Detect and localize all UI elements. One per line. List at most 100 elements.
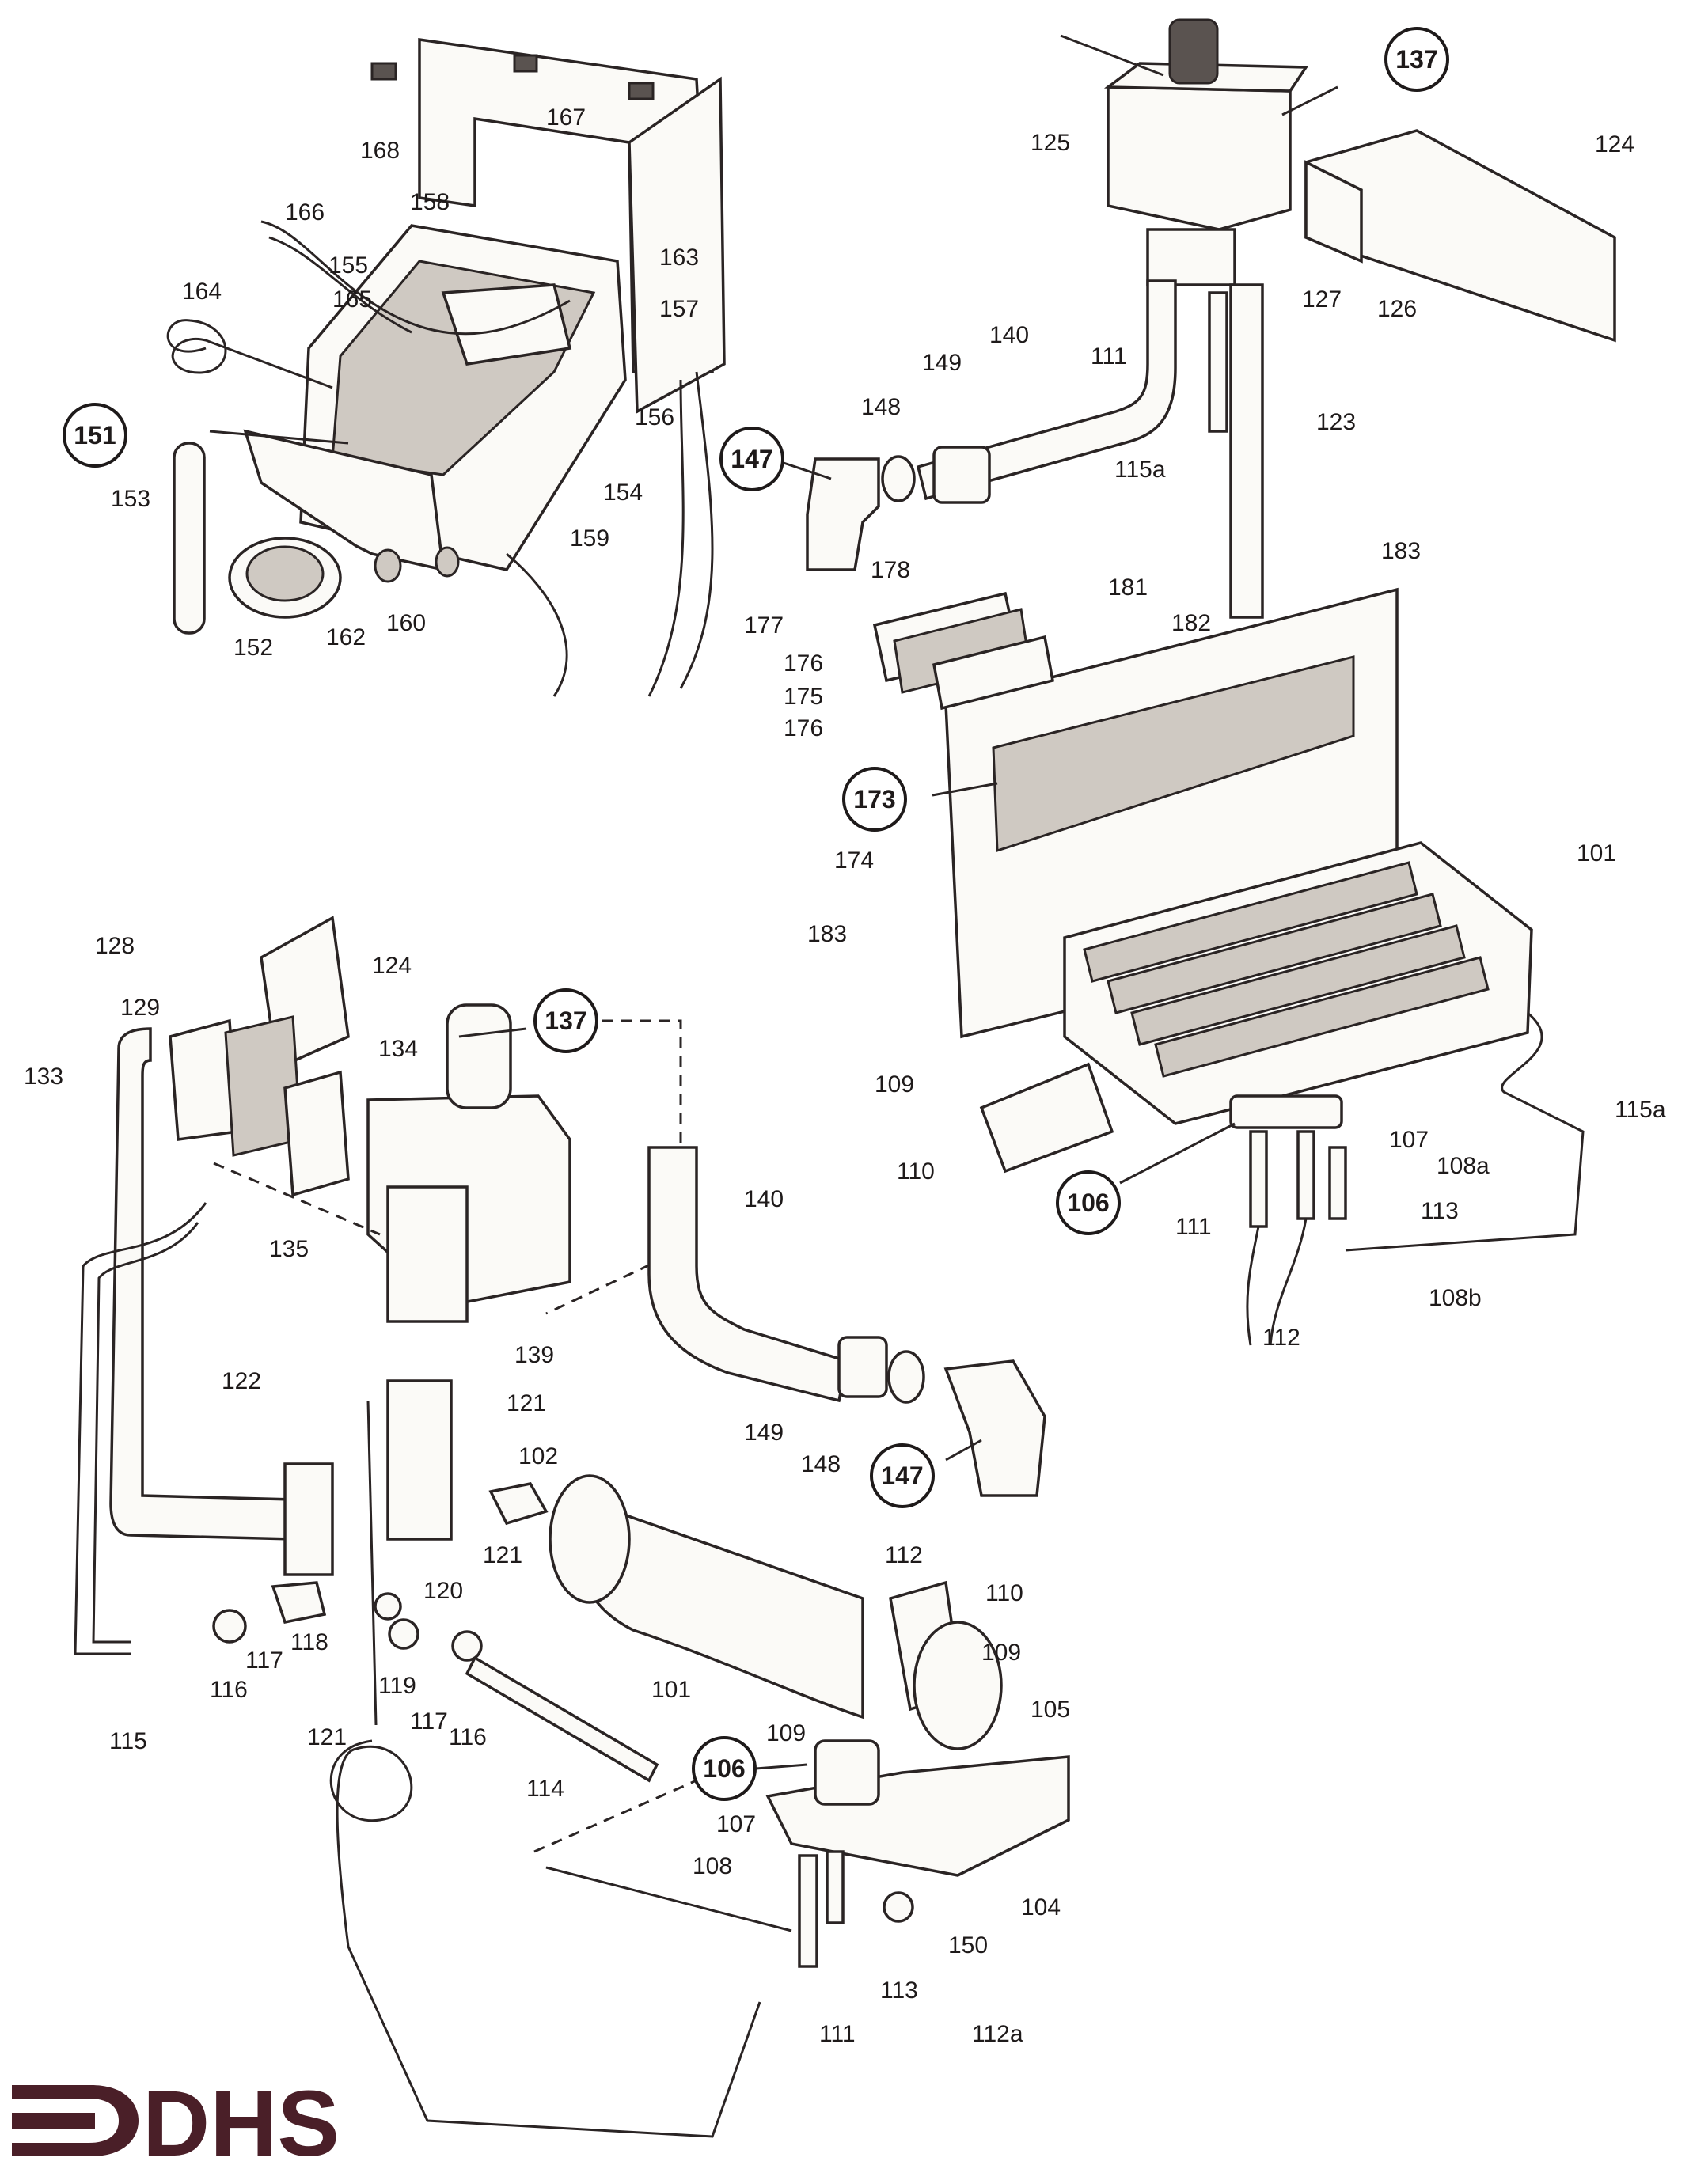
lead-wire-2 [1269, 1218, 1308, 1346]
pilot-tube [1208, 291, 1228, 433]
label: 122 [222, 1368, 261, 1394]
label: 121 [483, 1542, 522, 1568]
label: 119 [378, 1673, 416, 1699]
label: 140 [744, 1186, 784, 1212]
electrode-bottom-2 [826, 1850, 845, 1924]
pilot-supply [545, 1866, 792, 1932]
label: 121 [307, 1724, 347, 1750]
label: 176 [784, 715, 823, 741]
flame-ring [913, 1621, 1003, 1750]
label: 150 [948, 1932, 988, 1958]
gasket-175 [932, 635, 1055, 711]
valve-knob [1168, 18, 1219, 85]
label: 108a [1437, 1153, 1490, 1179]
lead-wire [1246, 1226, 1260, 1346]
callout-106-bottom: 106 [692, 1736, 757, 1801]
label: 115 [109, 1728, 147, 1754]
dhs-logo: DHS [12, 2072, 340, 2176]
indicator-lamp [374, 548, 402, 583]
gas-pipe-top [916, 279, 1177, 501]
label: 108b [1429, 1285, 1482, 1311]
label: 148 [861, 394, 901, 420]
label: 116 [210, 1677, 248, 1703]
label: 114 [526, 1776, 564, 1802]
loom-cable [647, 379, 685, 697]
upper-gas-assembly [806, 18, 1616, 1346]
label: 113 [1421, 1198, 1459, 1224]
electrode-113 [1328, 1146, 1347, 1220]
label: 105 [1031, 1697, 1070, 1723]
label: 133 [24, 1064, 63, 1090]
label: 125 [1031, 130, 1070, 156]
gas-pipe-bottom [647, 1146, 849, 1403]
electrode-112 [1296, 1130, 1315, 1220]
label: 183 [807, 921, 847, 947]
pilot-block [1229, 1094, 1343, 1129]
nut-150 [883, 1891, 914, 1923]
label: 117 [410, 1708, 448, 1735]
gas-valve-flange [283, 1070, 350, 1197]
label: 162 [326, 624, 366, 650]
control-knob [245, 545, 325, 602]
label: 148 [801, 1451, 841, 1477]
burner-shield [979, 1062, 1114, 1174]
wire-harness [260, 220, 571, 336]
flue-tube [1229, 283, 1264, 619]
union-nut-bottom [837, 1336, 888, 1398]
pipe-114 [465, 1655, 659, 1783]
label: 158 [410, 189, 450, 215]
bracket-121 [386, 1379, 453, 1541]
label: 101 [651, 1677, 691, 1703]
main-gas-pipe [109, 1027, 294, 1541]
screw-3 [628, 82, 655, 100]
nut-116 [212, 1609, 247, 1644]
capillary-bottom-2 [366, 1400, 378, 1726]
logo-mark [12, 2085, 139, 2156]
leader-lines [209, 85, 1338, 1770]
label: 126 [1377, 296, 1417, 322]
label: 165 [332, 286, 372, 313]
supply-pipe-115 [74, 1202, 207, 1655]
electrode-bottom [798, 1854, 818, 1968]
label: 111 [819, 2021, 856, 2047]
callout-106-right: 106 [1056, 1170, 1121, 1235]
screw [370, 62, 397, 81]
callout-173-text: 173 [853, 785, 895, 813]
label: 127 [1302, 286, 1342, 313]
callout-106-bottom-text: 106 [703, 1754, 745, 1783]
label: 181 [1108, 574, 1148, 601]
logo-arrow [12, 2113, 95, 2129]
electrode-111 [1249, 1130, 1268, 1228]
label: 135 [269, 1236, 309, 1262]
logo-text: DHS [142, 2072, 340, 2176]
label: 112a [972, 2021, 1023, 2047]
label: 153 [111, 486, 150, 512]
callout-137-bottom: 137 [533, 988, 598, 1053]
label: 123 [1316, 409, 1356, 435]
label: 149 [922, 350, 962, 376]
label: 109 [766, 1720, 806, 1746]
elbow-118 [271, 1581, 327, 1625]
front-face-plate [243, 429, 446, 572]
label: 107 [716, 1811, 756, 1837]
washer-bottom [887, 1350, 925, 1404]
switch-block [441, 283, 572, 366]
label: 112 [885, 1542, 923, 1568]
capillary-bottom [329, 1739, 761, 2138]
union-nut [932, 446, 991, 504]
washer-120 [374, 1592, 402, 1621]
label: 174 [834, 847, 874, 874]
label: 164 [182, 279, 222, 305]
gas-cock-top [806, 457, 880, 571]
callout-137-top: 137 [1384, 27, 1449, 92]
label: 160 [386, 610, 426, 636]
label: 104 [1021, 1894, 1061, 1920]
label: 159 [570, 525, 609, 552]
label: 156 [635, 404, 674, 430]
label: 121 [507, 1390, 546, 1416]
bracket-side-panel [628, 76, 726, 414]
label: 168 [360, 138, 400, 164]
label: 128 [95, 933, 135, 959]
label: 111 [1091, 343, 1127, 370]
